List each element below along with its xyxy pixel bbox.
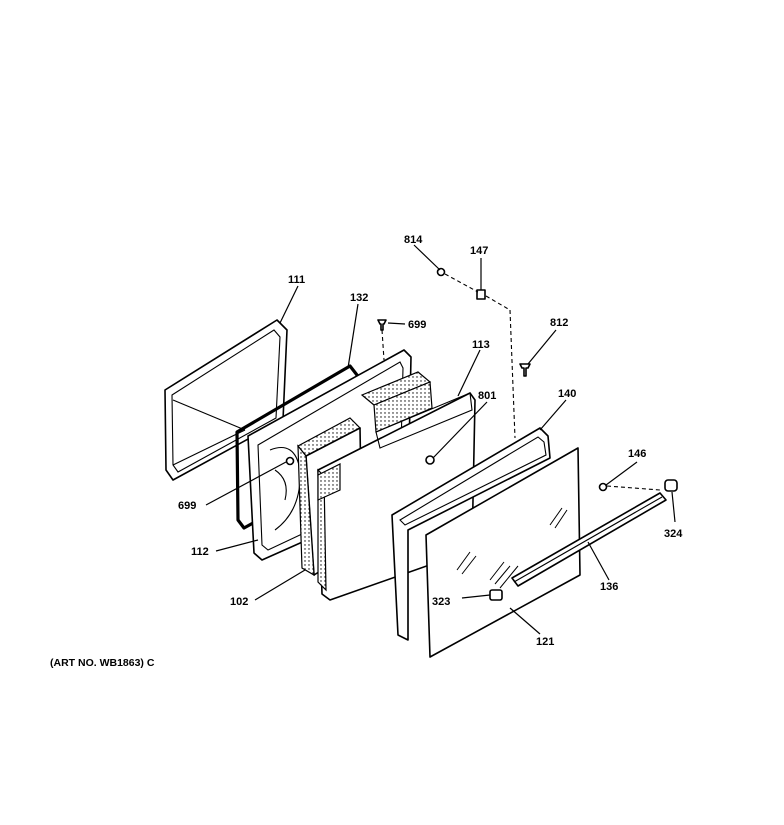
- part-111-door-outer-panel: [164, 319, 288, 481]
- callout-112: 112: [191, 546, 209, 558]
- callout-132: 132: [350, 292, 368, 304]
- callout-111: 111: [288, 274, 305, 286]
- callout-146: 146: [628, 448, 646, 460]
- part-113-inner-panel: [375, 392, 473, 449]
- callout-812: 812: [550, 317, 568, 329]
- part-699-screw-top: [377, 319, 387, 331]
- callout-814: 814: [404, 234, 423, 246]
- part-323-mount: [489, 589, 503, 601]
- callout-323: 323: [432, 596, 450, 608]
- callout-324: 324: [664, 528, 683, 540]
- callout-102: 102: [230, 596, 248, 608]
- art-number-note: (ART NO. WB1863) C: [50, 657, 155, 669]
- part-121-door-glass: [425, 447, 581, 658]
- part-136-door-handle: [511, 492, 667, 587]
- part-147-bracket: [476, 289, 486, 300]
- callout-140: 140: [558, 388, 576, 400]
- part-812-screw: [519, 363, 531, 377]
- assembly-lines: [381, 273, 661, 491]
- part-324-end-cap: [664, 479, 678, 492]
- part-814-screw: [436, 267, 446, 277]
- callout-121: 121: [536, 636, 554, 648]
- callout-147: 147: [470, 245, 488, 257]
- callout-699-left: 699: [178, 500, 196, 512]
- callout-699-top: 699: [408, 319, 426, 331]
- callout-113: 113: [472, 339, 490, 351]
- callout-801: 801: [478, 390, 496, 402]
- leader-lines: [205, 244, 676, 635]
- callout-labels: 111 132 699 113 814 147 812 801 140 146 …: [50, 234, 683, 669]
- part-801-screw: [425, 455, 435, 465]
- part-699-screw-left: [285, 456, 295, 466]
- callout-136: 136: [600, 581, 618, 593]
- part-146-screw: [598, 482, 608, 492]
